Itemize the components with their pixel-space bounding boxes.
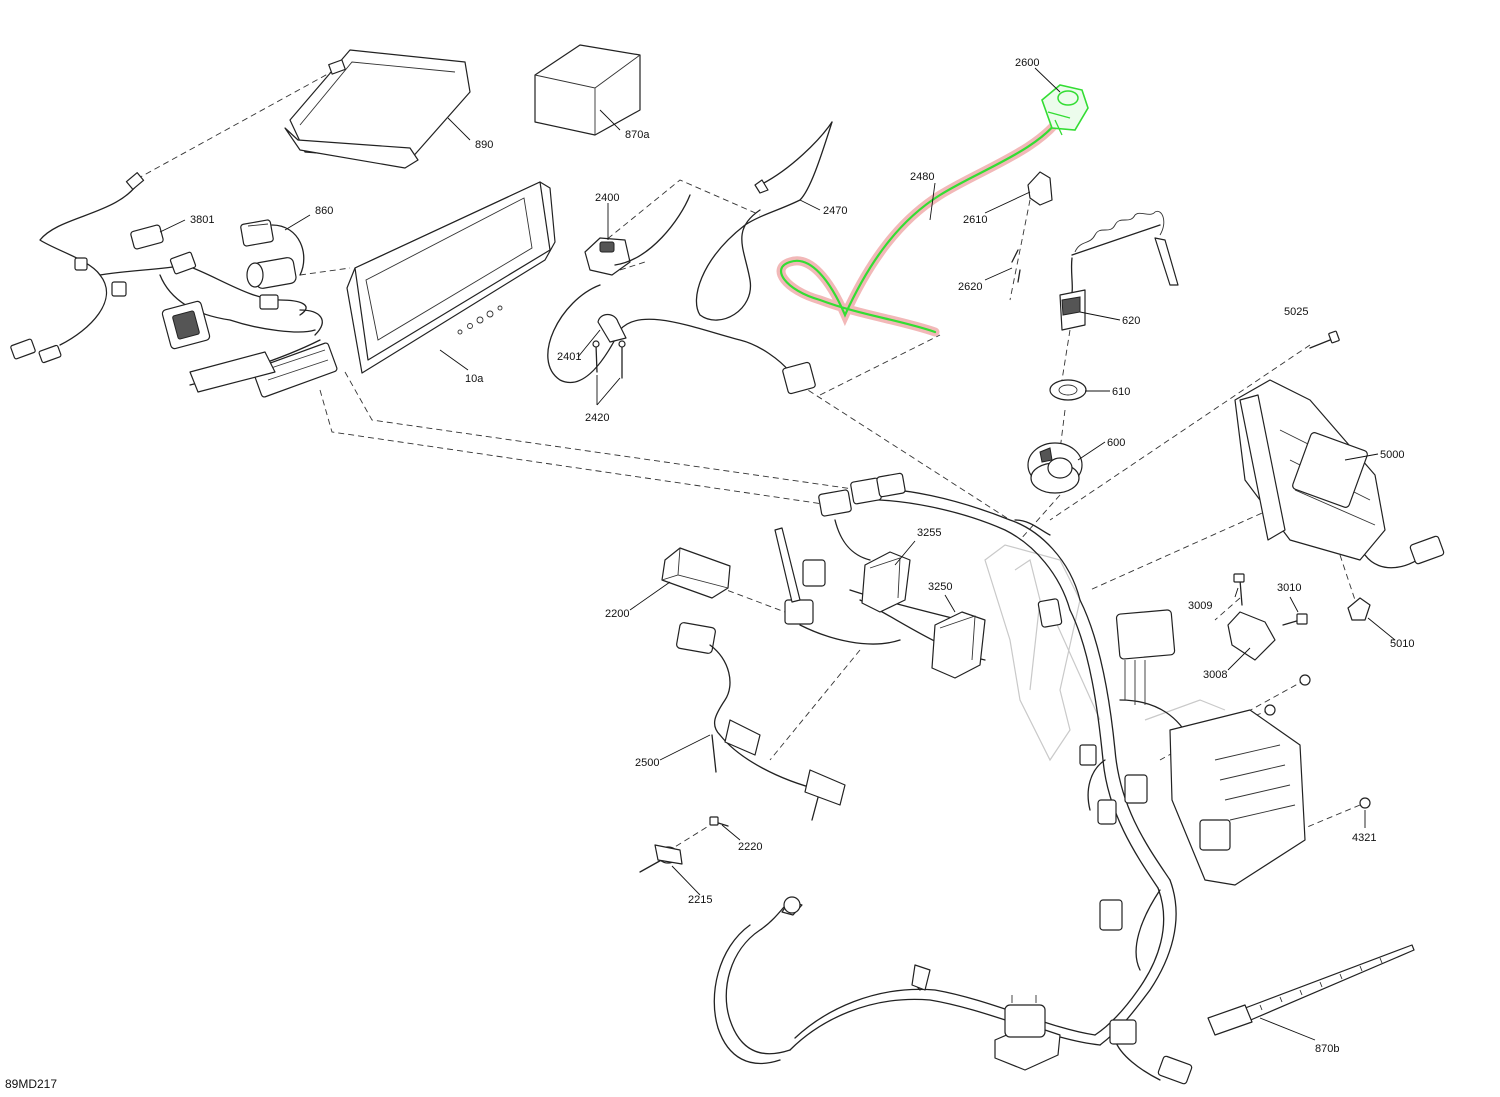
part-2470-harness bbox=[695, 121, 833, 321]
label-2215: 2215 bbox=[688, 894, 712, 906]
part-890-cover bbox=[284, 49, 471, 169]
label-870b: 870b bbox=[1315, 1043, 1339, 1055]
part-nuts bbox=[1264, 674, 1371, 809]
part-3010-screw bbox=[1282, 613, 1308, 626]
display-buttons bbox=[457, 305, 503, 335]
label-5025: 5025 bbox=[1284, 306, 1308, 318]
part-2200-sensor bbox=[661, 547, 731, 599]
label-890: 890 bbox=[475, 139, 493, 151]
part-3250-switch bbox=[931, 611, 986, 679]
label-2620: 2620 bbox=[958, 281, 982, 293]
label-3250: 3250 bbox=[928, 581, 952, 593]
part-left-harness bbox=[10, 172, 338, 398]
wire-2480 bbox=[779, 113, 1064, 334]
leader-lines bbox=[159, 67, 1396, 1041]
part-2600-highlighted bbox=[1041, 84, 1089, 136]
part-2215-sensor bbox=[639, 844, 683, 873]
diagram-code: 89MD217 bbox=[5, 1077, 57, 1091]
part-main-harness bbox=[713, 472, 1226, 1085]
part-2220-screw bbox=[709, 816, 729, 827]
label-10a: 10a bbox=[465, 373, 484, 385]
label-620: 620 bbox=[1122, 315, 1140, 327]
part-2480-highlighted bbox=[776, 110, 1067, 337]
connector-2400 bbox=[782, 361, 816, 395]
label-2420: 2420 bbox=[585, 412, 609, 424]
label-3009: 3009 bbox=[1188, 600, 1212, 612]
label-610: 610 bbox=[1112, 386, 1130, 398]
part-5025-screw bbox=[1309, 330, 1340, 349]
part-labels: 890 870a 3801 860 10a 2400 2401 2420 247… bbox=[5, 57, 1414, 1091]
part-2500-harness bbox=[676, 622, 846, 821]
label-2400: 2400 bbox=[595, 192, 619, 204]
label-2610: 2610 bbox=[963, 214, 987, 226]
part-2401-bracket bbox=[597, 313, 627, 343]
label-3008: 3008 bbox=[1203, 669, 1227, 681]
label-2220: 2220 bbox=[738, 841, 762, 853]
label-2480: 2480 bbox=[910, 171, 934, 183]
label-2600: 2600 bbox=[1015, 57, 1039, 69]
label-5000: 5000 bbox=[1380, 449, 1404, 461]
label-2470: 2470 bbox=[823, 205, 847, 217]
label-2200: 2200 bbox=[605, 608, 629, 620]
label-2500: 2500 bbox=[635, 757, 659, 769]
label-5010: 5010 bbox=[1390, 638, 1414, 650]
part-3008-bracket bbox=[1227, 611, 1276, 661]
part-3801 bbox=[130, 224, 164, 250]
part-10a-display bbox=[346, 181, 556, 374]
label-2401: 2401 bbox=[557, 351, 581, 363]
part-5010 bbox=[1347, 597, 1371, 621]
part-870a-pad bbox=[534, 44, 641, 136]
part-3009-screw bbox=[1233, 573, 1245, 606]
label-860: 860 bbox=[315, 205, 333, 217]
label-4321: 4321 bbox=[1352, 832, 1376, 844]
label-3010: 3010 bbox=[1277, 582, 1301, 594]
part-870b-cable-tie bbox=[1207, 944, 1415, 1036]
part-600-key-switch bbox=[1027, 442, 1083, 494]
part-2400-switch bbox=[547, 194, 791, 384]
part-2420-screws bbox=[592, 340, 626, 379]
label-600: 600 bbox=[1107, 437, 1125, 449]
label-3801: 3801 bbox=[190, 214, 214, 226]
part-5000-module bbox=[1234, 379, 1445, 569]
part-610-grommet bbox=[1049, 379, 1087, 401]
part-860 bbox=[240, 219, 305, 289]
part-2610-bracket bbox=[1027, 171, 1053, 206]
label-870a: 870a bbox=[625, 129, 650, 141]
part-3255-switch bbox=[861, 551, 911, 613]
part-620-coiled-cord bbox=[1059, 210, 1179, 331]
part-power-module bbox=[1169, 709, 1306, 886]
part-solenoid bbox=[994, 995, 1061, 1071]
part-2620-screw bbox=[1011, 249, 1021, 283]
label-3255: 3255 bbox=[917, 527, 941, 539]
